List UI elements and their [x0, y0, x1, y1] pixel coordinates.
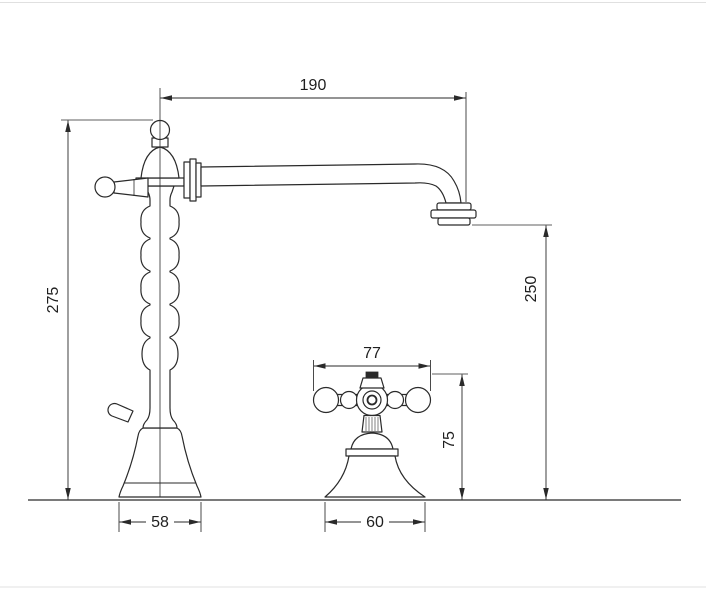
dim-label-handle-width: 77 — [363, 345, 381, 362]
dim-handle-base-width: 60 — [324, 502, 426, 532]
spout-rib-1 — [183, 161, 191, 199]
dim-label-handle-base-width: 60 — [366, 514, 384, 531]
dim-label-outlet-height: 250 — [523, 276, 540, 303]
handle-top-cap — [359, 377, 385, 389]
dim-label-spout-reach: 190 — [300, 77, 327, 94]
side-ball-stem — [113, 177, 149, 198]
handle-front-ball — [339, 390, 359, 410]
handle-back-ball — [385, 390, 405, 410]
handle-dome-flange — [345, 448, 399, 457]
drain-lever — [107, 402, 134, 423]
faucet-body — [94, 88, 477, 498]
outlet-ring-middle — [430, 209, 477, 219]
dim-spout-reach: 190 — [160, 77, 467, 202]
spout — [200, 163, 462, 204]
handle-dome — [350, 432, 394, 450]
dim-handle-height: 75 — [432, 373, 468, 500]
dim-label-backing — [361, 513, 389, 530]
dim-label-handle-height: 75 — [441, 431, 458, 449]
spout-rib-2 — [189, 158, 197, 202]
dim-faucet-base-width: 58 — [118, 502, 202, 532]
outlet-ring-top — [436, 202, 472, 211]
handle-body — [324, 455, 426, 498]
handle-right-ball — [404, 386, 432, 414]
outlet-ring-bottom — [437, 217, 471, 226]
spout-rib-3 — [195, 162, 202, 198]
dim-faucet-height: 275 — [45, 119, 153, 500]
handle-top-button — [365, 371, 379, 379]
dim-label-backing — [146, 513, 174, 530]
dim-outlet-height: 250 — [472, 224, 552, 500]
handle-left-ball — [312, 386, 340, 414]
handle-assembly — [312, 371, 432, 498]
dim-handle-width: 77 — [313, 345, 431, 391]
dim-label-faucet-base-width: 58 — [151, 514, 169, 531]
side-ball — [94, 176, 116, 198]
dim-label-faucet-height: 275 — [45, 287, 62, 314]
handle-hub-center — [366, 394, 378, 406]
